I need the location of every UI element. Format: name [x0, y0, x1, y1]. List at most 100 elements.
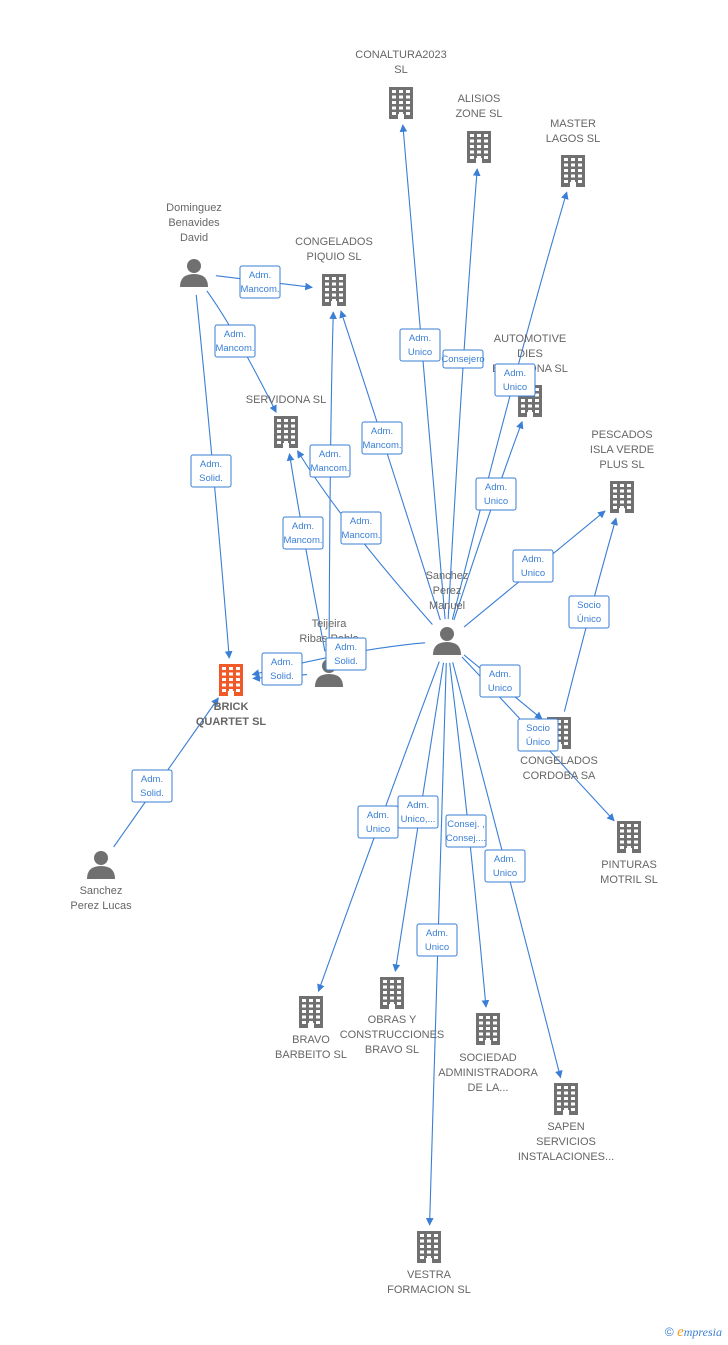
node-label: QUARTET SL [196, 716, 267, 728]
building-window [613, 500, 617, 504]
edge-label-text: Mancom. [362, 440, 401, 451]
edge-label[interactable]: Adm.Unico [479, 664, 521, 698]
edge-label-text: Unico [503, 382, 527, 393]
edge-label-box [282, 516, 324, 550]
node-label: DIES [517, 348, 543, 360]
edge-label-text: Adm. [494, 854, 516, 865]
edge-label-text: Adm. [249, 270, 271, 281]
edge-label[interactable]: Adm.Mancom. [361, 421, 403, 455]
building-window [325, 282, 329, 286]
building-window [420, 1250, 424, 1254]
edge-label[interactable]: Consej. ,Consej.... [445, 814, 487, 848]
edge-label[interactable]: Adm.Mancom. [340, 511, 382, 545]
building-window [620, 829, 624, 833]
edge-label[interactable]: Adm.Mancom. [214, 324, 256, 358]
building-window [477, 134, 481, 137]
building-window [620, 495, 624, 498]
edge-label-text: Mancom. [240, 284, 279, 295]
edge-label[interactable]: Adm.Unico [416, 923, 458, 957]
edge-label[interactable]: Adm.Solid. [190, 454, 232, 488]
building-window [339, 288, 343, 291]
edge-label[interactable]: Adm.Solid. [261, 652, 303, 686]
building-window [557, 1086, 561, 1089]
person-body [87, 866, 115, 879]
edge-label-text: Único [577, 614, 601, 625]
building-door [398, 114, 404, 119]
building-window [557, 1091, 561, 1095]
node-label: PINTURAS [601, 859, 657, 871]
building-window [383, 980, 387, 983]
edge-label[interactable]: Adm.Unico [512, 549, 554, 583]
building-window [302, 1021, 306, 1024]
edge-label[interactable]: Adm.Unico,... [397, 795, 439, 829]
building-window [316, 999, 320, 1002]
building-window [392, 112, 396, 115]
building-window [434, 1245, 438, 1248]
building-door [389, 1004, 395, 1009]
building-window [613, 489, 617, 493]
edge-label-box [190, 454, 232, 488]
edge-label[interactable]: Adm.Unico [484, 849, 526, 883]
building-door [485, 1040, 491, 1045]
building-window [427, 1256, 431, 1259]
building-window [557, 742, 561, 745]
building-window [486, 1021, 490, 1025]
building-window [434, 1234, 438, 1237]
edge-label-box [399, 328, 441, 362]
edge-label[interactable]: Adm.Mancom. [309, 444, 351, 478]
person-icon [180, 259, 208, 287]
edges-layer [113, 124, 618, 1226]
node-label: CONALTURA2023 [355, 49, 447, 61]
edge-label[interactable]: Consejero [441, 349, 485, 369]
building-window [521, 404, 525, 408]
building-window [493, 1016, 497, 1019]
building-window [479, 1038, 483, 1041]
person-icon [87, 851, 115, 879]
edge-label[interactable]: Adm.Solid. [325, 637, 367, 671]
edge-label[interactable]: Adm.Unico [475, 477, 517, 511]
edge-label[interactable]: Adm. Mancom. [239, 265, 281, 299]
node-label: CONGELADOS [295, 236, 373, 248]
brand-name[interactable]: mpresia [683, 1325, 722, 1339]
building-window [302, 1010, 306, 1013]
edge-label-text: Unico [484, 496, 508, 507]
edge-label[interactable]: Adm.Unico [399, 328, 441, 362]
edge-label-text: Solid. [270, 671, 294, 682]
building-icon [476, 1013, 500, 1045]
building-window [332, 293, 336, 297]
node-sapen[interactable]: SAPENSERVICIOSINSTALACIONES... [518, 1083, 614, 1163]
edge-label-text: Unico [408, 347, 432, 358]
building-window [627, 824, 631, 827]
edge-label-text: Unico [488, 683, 512, 694]
edge-label[interactable]: Adm.Unico [494, 363, 536, 397]
edge-label[interactable]: Adm.Mancom. [282, 516, 324, 550]
building-window [486, 1016, 490, 1019]
building-window [486, 1032, 490, 1036]
building-window [571, 174, 575, 178]
node-label: DE LA... [468, 1082, 509, 1094]
building-window [535, 410, 539, 413]
edge-label-text: Solid. [140, 788, 164, 799]
building-window [557, 731, 561, 734]
edge-label[interactable]: Adm.Solid. [131, 769, 173, 803]
building-door [476, 158, 482, 163]
building-door [331, 301, 337, 306]
edge-label[interactable]: Adm.Unico [357, 805, 399, 839]
node-servidona[interactable]: SERVIDONA SL [246, 394, 327, 448]
